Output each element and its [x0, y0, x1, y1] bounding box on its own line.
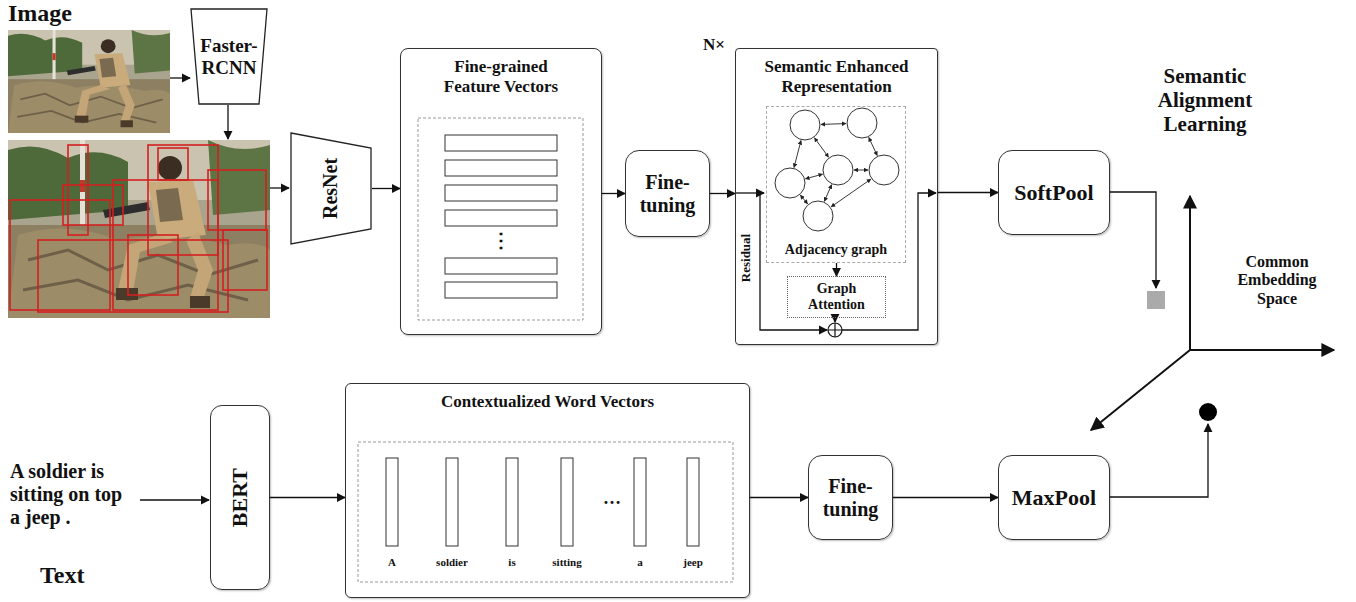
panel-title: Fine-grained Feature Vectors [431, 57, 571, 96]
graph-node-circle [775, 168, 805, 198]
graph-link [824, 185, 831, 202]
node-label: Fine-tuning [632, 171, 704, 217]
process-box: Fine-tuning [808, 455, 893, 540]
text-label: is [487, 556, 537, 569]
arrow [270, 187, 289, 188]
pooling-box: SoftPool [998, 150, 1110, 235]
text-label: Image [8, 0, 72, 28]
text-label: sitting [542, 556, 592, 569]
panel-title: Semantic Enhanced Representation [747, 57, 927, 96]
arrow [140, 499, 209, 500]
text-label: Semantic Alignment Learning [1138, 64, 1272, 136]
graph-node-circle [847, 108, 877, 138]
flow-arrow [893, 497, 998, 498]
text-label: a [615, 556, 665, 569]
pooling-box: MaxPool [998, 455, 1110, 540]
node-label: Fine-tuning [815, 475, 887, 521]
text-label: A [367, 556, 417, 569]
arrow [1110, 192, 1156, 288]
graph-node-circle [823, 155, 853, 185]
process-box: Fine-tuning [625, 150, 710, 237]
dashed-panel [358, 442, 733, 582]
graph-panel: Adjacency graph [766, 106, 906, 263]
cnn-trapezoid: Faster-RCNN [190, 8, 268, 105]
text-label: Text [40, 562, 84, 590]
detection-boxes [10, 145, 267, 312]
image-embedding-square [1147, 291, 1165, 309]
graph-link [814, 138, 828, 157]
arrow [170, 77, 190, 78]
node-label: ResNet [320, 158, 343, 219]
text-label: … [592, 488, 632, 509]
graph-node-circle [803, 201, 833, 231]
feature-panel: Fine-grained Feature Vectors [400, 48, 602, 335]
dashed-panels [358, 118, 733, 582]
arrow [1110, 424, 1208, 497]
sum-symbol [828, 323, 842, 337]
text-embedding-dot [1199, 403, 1217, 421]
attention-box: Graph Attention [787, 276, 886, 318]
text-label: Common Embedding Space [1223, 253, 1331, 308]
node-label: Graph Attention [801, 281, 873, 313]
text-label: jeep [668, 556, 718, 569]
node-label: BERT [227, 468, 252, 527]
panel-title: Contextualized Word Vectors [353, 392, 743, 412]
flow-arrow [372, 188, 400, 189]
input-photo [8, 30, 170, 133]
flow-arrow [750, 497, 808, 498]
detected-photo [8, 140, 270, 318]
encoder-box: BERT [210, 405, 270, 590]
flow-arrow [836, 263, 837, 276]
graph-link [794, 140, 801, 167]
flow-arrow [710, 193, 735, 194]
node-label: Adjacency graph [771, 242, 901, 258]
text-label: soldier [427, 556, 477, 569]
graph-link [869, 137, 877, 155]
flow-arrow [938, 192, 998, 193]
node-label: MaxPool [1002, 485, 1106, 510]
text-label: Residual [739, 233, 754, 283]
arrow [227, 105, 228, 139]
graph-node-circle [790, 110, 820, 140]
flow-arrow [270, 497, 345, 498]
flow-arrows [140, 78, 1208, 500]
node-label: Faster-RCNN [197, 35, 261, 79]
flow-arrow [602, 193, 625, 194]
word-vector-bars [386, 458, 699, 546]
representation-panel: Semantic Enhanced RepresentationAdjacenc… [735, 48, 938, 345]
graph-link [800, 195, 807, 204]
text-label: ⋮ [486, 229, 516, 252]
graph-nodes [775, 108, 899, 231]
text-label: A soldier is sitting on top a jeep . [10, 460, 135, 529]
dashed-panel [418, 118, 583, 320]
graph-link [821, 123, 846, 125]
graph-link [854, 170, 868, 171]
resnet-trapezoid: ResNet [290, 132, 372, 245]
graph-link [805, 174, 822, 179]
node-label: SoftPool [1002, 180, 1106, 205]
feature-vector-bars [445, 135, 557, 298]
embedding-axes [1091, 196, 1334, 430]
text-label: N× [703, 35, 725, 55]
graph-node-circle [869, 155, 899, 185]
